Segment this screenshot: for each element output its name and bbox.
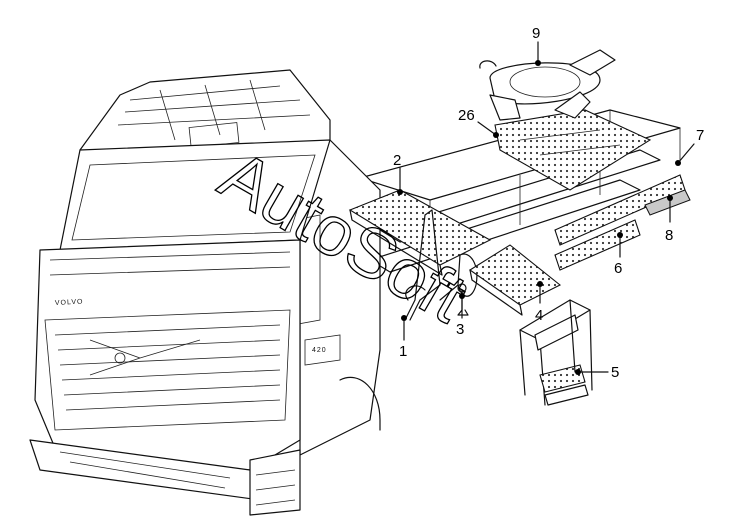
svg-text:5: 5 [611, 364, 619, 381]
callout-26: 26 [458, 107, 499, 138]
callout-3: 3 [456, 293, 465, 338]
svg-text:6: 6 [614, 260, 622, 277]
mounting-plate [494, 109, 652, 191]
truck-cab: 420 VOLVO [29, 69, 478, 516]
step-plate-upper [348, 189, 492, 276]
svg-text:8: 8 [665, 227, 673, 244]
callouts: 1 2 3 4 5 6 7 [393, 25, 704, 381]
svg-text:4: 4 [535, 307, 543, 324]
svg-text:3: 3 [456, 321, 464, 338]
callout-5: 5 [575, 364, 619, 381]
volvo-badge: VOLVO [55, 299, 84, 307]
svg-text:26: 26 [458, 107, 475, 124]
callout-2: 2 [393, 152, 403, 195]
svg-text:9: 9 [532, 25, 540, 42]
callout-4: 4 [535, 281, 543, 324]
step-plate-lower [469, 244, 562, 316]
callout-1: 1 [399, 315, 407, 360]
callout-9: 9 [532, 25, 541, 66]
svg-text:1: 1 [399, 343, 407, 360]
callout-6: 6 [614, 232, 623, 277]
fifth-wheel-coupling [479, 49, 616, 121]
svg-text:420: 420 [312, 347, 327, 354]
svg-text:2: 2 [393, 152, 401, 169]
callout-8: 8 [665, 195, 673, 244]
callout-7: 7 [675, 127, 704, 166]
svg-text:7: 7 [696, 127, 704, 144]
grab-handle [404, 209, 441, 321]
ladder-step [519, 299, 593, 406]
